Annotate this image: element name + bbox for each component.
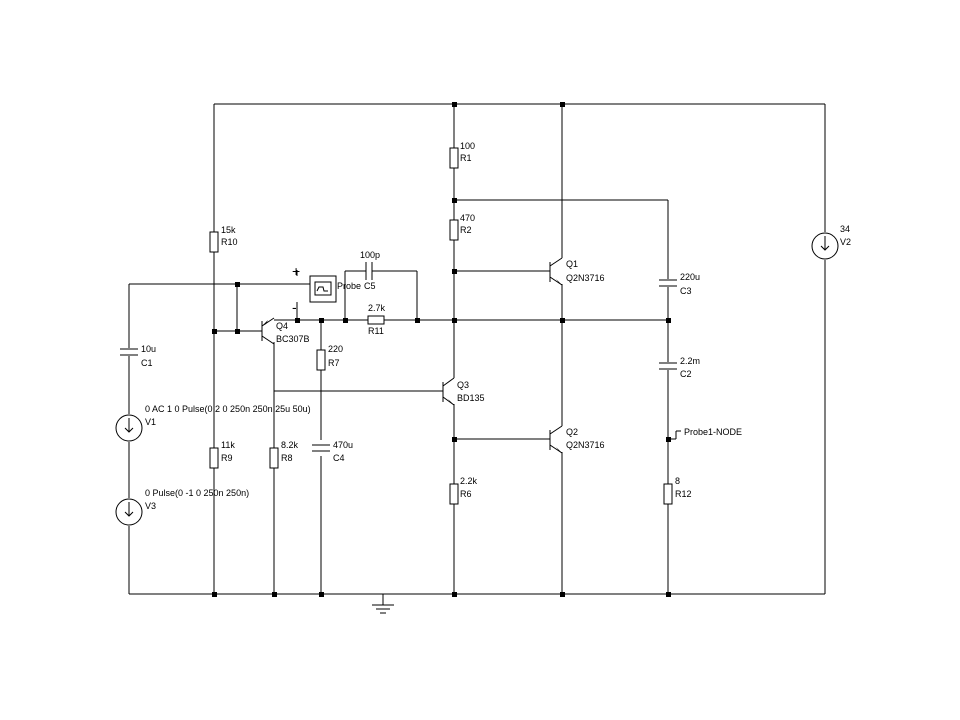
node-probe-label: Probe1-NODE [684,427,742,437]
resistor-r8[interactable]: 8.2k R8 [269,440,299,469]
junction-dots [212,102,671,597]
voltage-source-v2[interactable]: 34 V2 [811,224,851,260]
q3-model: BD135 [457,393,485,403]
resistor-r6[interactable]: 2.2k R6 [449,476,478,505]
resistor-r12[interactable]: 8 R12 [663,476,692,505]
r8-ref: R8 [281,453,293,463]
r7-ref: R7 [328,358,340,368]
v3-ref: V3 [145,501,156,511]
r1-ref: R1 [460,153,472,163]
node-probe-1[interactable]: Probe1-NODE [676,427,742,437]
r2-value: 470 [460,213,475,223]
r7-value: 220 [328,344,343,354]
c4-ref: C4 [333,453,345,463]
resistor-r1[interactable]: 100 R1 [449,141,475,169]
ground-icon [372,604,394,614]
c1-ref: C1 [141,358,153,368]
r10-ref: R10 [221,237,238,247]
c3-value: 220u [680,272,700,282]
r12-ref: R12 [675,489,692,499]
voltage-source-v1[interactable]: 0 AC 1 0 Pulse(0 2 0 250n 250n 25u 50u) … [115,404,311,442]
resistor-r7[interactable]: 220 R7 [316,344,343,371]
capacitor-c1[interactable]: 10u C1 [120,344,156,368]
c5-value: 100p [360,250,380,260]
r12-value: 8 [675,476,680,486]
r9-ref: R9 [221,453,233,463]
probe-plus-sign: + [292,263,300,279]
c5-ref: C5 [364,281,376,291]
q2-ref: Q2 [566,427,578,437]
wires [128,103,826,605]
capacitor-c4[interactable]: 470u C4 [312,440,353,463]
c4-value: 470u [333,440,353,450]
oscilloscope-probe[interactable]: + - Probe [292,263,361,315]
r10-value: 15k [221,225,236,235]
v1-value: 0 AC 1 0 Pulse(0 2 0 250n 250n 25u 50u) [145,404,311,414]
r11-ref: R11 [368,326,384,336]
r11-value: 2.7k [368,303,386,313]
capacitor-c3[interactable]: 220u C3 [659,272,700,296]
capacitor-c5[interactable]: 100p C5 [360,250,380,291]
transistor-q4[interactable]: Q4 BC307B [261,317,310,345]
probe-label: Probe [337,281,361,291]
v1-ref: V1 [145,417,156,427]
r6-value: 2.2k [460,476,478,486]
resistor-r11[interactable]: 2.7k R11 [367,303,386,336]
voltage-source-v3[interactable]: 0 Pulse(0 -1 0 250n 250n) V3 [115,488,249,526]
q3-ref: Q3 [457,380,469,390]
v2-ref: V2 [840,237,851,247]
q4-ref: Q4 [276,321,288,331]
resistor-r2[interactable]: 470 R2 [449,213,475,241]
q2-model: Q2N3716 [566,440,605,450]
r9-value: 11k [221,440,235,450]
c3-ref: C3 [680,286,692,296]
resistor-r9[interactable]: 11k R9 [209,440,235,469]
probe-minus-sign: - [292,299,297,315]
transistor-q1[interactable]: Q1 Q2N3716 [549,257,605,286]
transistor-q3[interactable]: Q3 BD135 [442,377,485,406]
q1-ref: Q1 [566,259,578,269]
c2-value: 2.2m [680,356,700,366]
q1-model: Q2N3716 [566,273,605,283]
c1-value: 10u [141,344,156,354]
q4-model: BC307B [276,334,310,344]
capacitor-c2[interactable]: 2.2m C2 [659,356,700,379]
r2-ref: R2 [460,225,472,235]
v2-value: 34 [840,224,850,234]
oscilloscope-probe-icon [309,275,337,303]
r6-ref: R6 [460,489,472,499]
transistor-q2[interactable]: Q2 Q2N3716 [549,425,605,454]
r8-value: 8.2k [281,440,299,450]
resistor-r10[interactable]: 15k R10 [209,225,238,253]
v3-value: 0 Pulse(0 -1 0 250n 250n) [145,488,249,498]
c2-ref: C2 [680,369,692,379]
r1-value: 100 [460,141,475,151]
